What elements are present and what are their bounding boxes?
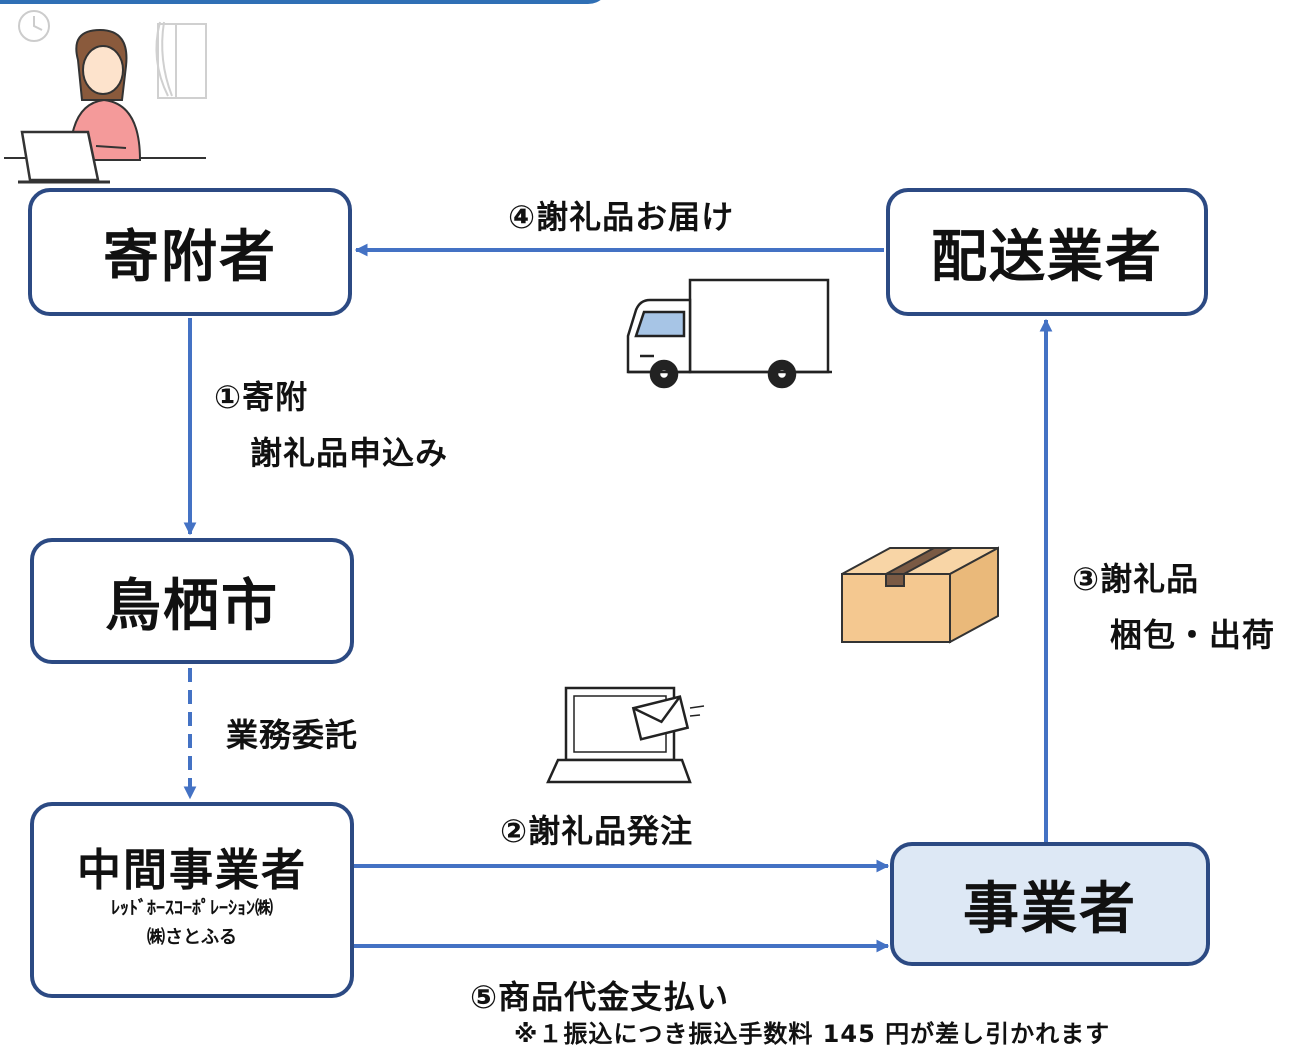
fee-note: ※１振込につき振込手数料 145 円が差し引かれます (514, 1020, 1111, 1048)
node-intermediary-company-1: ﾚｯﾄﾞﾎｰｽｺｰﾎﾟﾚｰｼｮﾝ㈱ (111, 898, 273, 920)
step3-label-line2: 梱包・出荷 (1110, 616, 1276, 654)
step4-label: ④謝礼品お届け (508, 198, 735, 236)
cardboard-box-icon (841, 546, 999, 644)
delegation-label: 業務委託 (226, 716, 359, 754)
node-city-label: 鳥栖市 (105, 573, 279, 639)
laptop-mail-icon (546, 686, 705, 784)
node-intermediary-label: 中間事業者 (77, 845, 307, 896)
step5-label: ⑤商品代金支払い (470, 978, 730, 1016)
node-donor: 寄附者 (28, 188, 352, 316)
node-delivery: 配送業者 (886, 188, 1208, 316)
node-business: 事業者 (890, 842, 1210, 966)
delivery-truck-icon (626, 278, 832, 389)
step3-label-line1: ③謝礼品 (1072, 560, 1200, 598)
step1-label-line1: ①寄附 (214, 378, 309, 416)
step1-label-line2: 謝礼品申込み (250, 434, 449, 472)
person-at-laptop-icon (4, 28, 206, 184)
node-city: 鳥栖市 (30, 538, 354, 664)
node-donor-label: 寄附者 (103, 224, 277, 290)
node-business-label: 事業者 (963, 876, 1137, 942)
window-icon (155, 21, 207, 99)
step2-label: ②謝礼品発注 (500, 812, 694, 850)
header-bar (0, 0, 610, 4)
node-intermediary: 中間事業者 ﾚｯﾄﾞﾎｰｽｺｰﾎﾟﾚｰｼｮﾝ㈱ ㈱さとふる (30, 802, 354, 998)
node-delivery-label: 配送業者 (931, 224, 1163, 290)
node-intermediary-company-2: ㈱さとふる (147, 927, 237, 949)
clock-icon (18, 10, 50, 42)
